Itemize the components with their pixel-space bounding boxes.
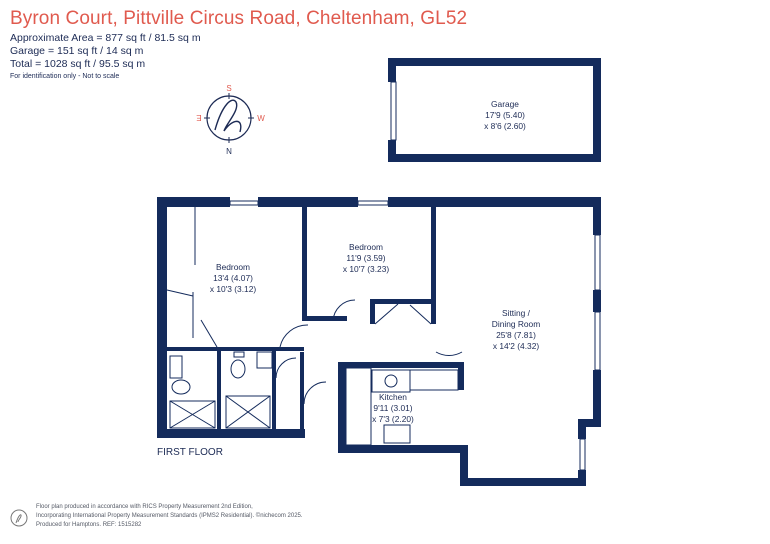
garage-dim2: x 8'6 (2.60) [484, 121, 526, 131]
total-area: Total = 1028 sq ft / 95.5 sq m [10, 58, 146, 70]
sitting-label: Sitting / Dining Room 25'8 (7.81) x 14'2… [471, 308, 561, 352]
compass-n: N [226, 147, 232, 156]
kitchen-dim2: x 7'3 (2.20) [372, 414, 414, 424]
scale-note: For identification only - Not to scale [10, 73, 120, 80]
compass-s: S [226, 84, 231, 93]
bedroom2-dim2: x 10'7 (3.23) [342, 264, 390, 274]
garage-name: Garage [491, 99, 519, 109]
approx-area: Approximate Area = 877 sq ft / 81.5 sq m [10, 32, 201, 44]
garage-outline [388, 58, 601, 162]
floor-label: FIRST FLOOR [157, 447, 223, 458]
kitchen-label: Kitchen 9'11 (3.01) x 7'3 (2.20) [358, 392, 428, 425]
bedroom1-dim2: x 10'3 (3.12) [209, 284, 257, 294]
nichecom-logo-icon [10, 509, 28, 527]
garage-dim1: 17'9 (5.40) [485, 110, 525, 120]
door-swings [166, 206, 463, 405]
compass-w: W [257, 114, 265, 123]
sitting-dim1: 25'8 (7.81) [496, 330, 536, 340]
bedroom1-label: Bedroom 13'4 (4.07) x 10'3 (3.12) [188, 262, 278, 295]
footer-line3: Produced for Hamptons. REF: 1515282 [36, 522, 142, 528]
footer-line2: Incorporating International Property Mea… [36, 513, 303, 519]
footer-text: Floor plan produced in accordance with R… [36, 503, 303, 530]
compass-icon: S N E W [196, 84, 265, 156]
fixtures [169, 351, 459, 446]
bedroom2-label: Bedroom 11'9 (3.59) x 10'7 (3.23) [321, 242, 411, 275]
kitchen-dim1: 9'11 (3.01) [373, 403, 413, 413]
kitchen-name: Kitchen [379, 392, 407, 402]
sitting-name2: Dining Room [491, 319, 541, 329]
garage-label: Garage 17'9 (5.40) x 8'6 (2.60) [460, 99, 550, 132]
footer-line1: Floor plan produced in accordance with R… [36, 504, 253, 510]
bedroom1-name: Bedroom [216, 262, 250, 272]
bedroom2-name: Bedroom [349, 242, 383, 252]
sitting-dim2: x 14'2 (4.32) [492, 341, 540, 351]
compass-e: E [196, 113, 201, 122]
garage-area: Garage = 151 sq ft / 14 sq m [10, 45, 144, 57]
sitting-name1: Sitting / [502, 308, 530, 318]
first-floor-walls [157, 197, 601, 486]
bedroom2-dim1: 11'9 (3.59) [346, 253, 386, 263]
property-title: Byron Court, Pittville Circus Road, Chel… [10, 8, 468, 29]
bedroom1-dim1: 13'4 (4.07) [213, 273, 253, 283]
